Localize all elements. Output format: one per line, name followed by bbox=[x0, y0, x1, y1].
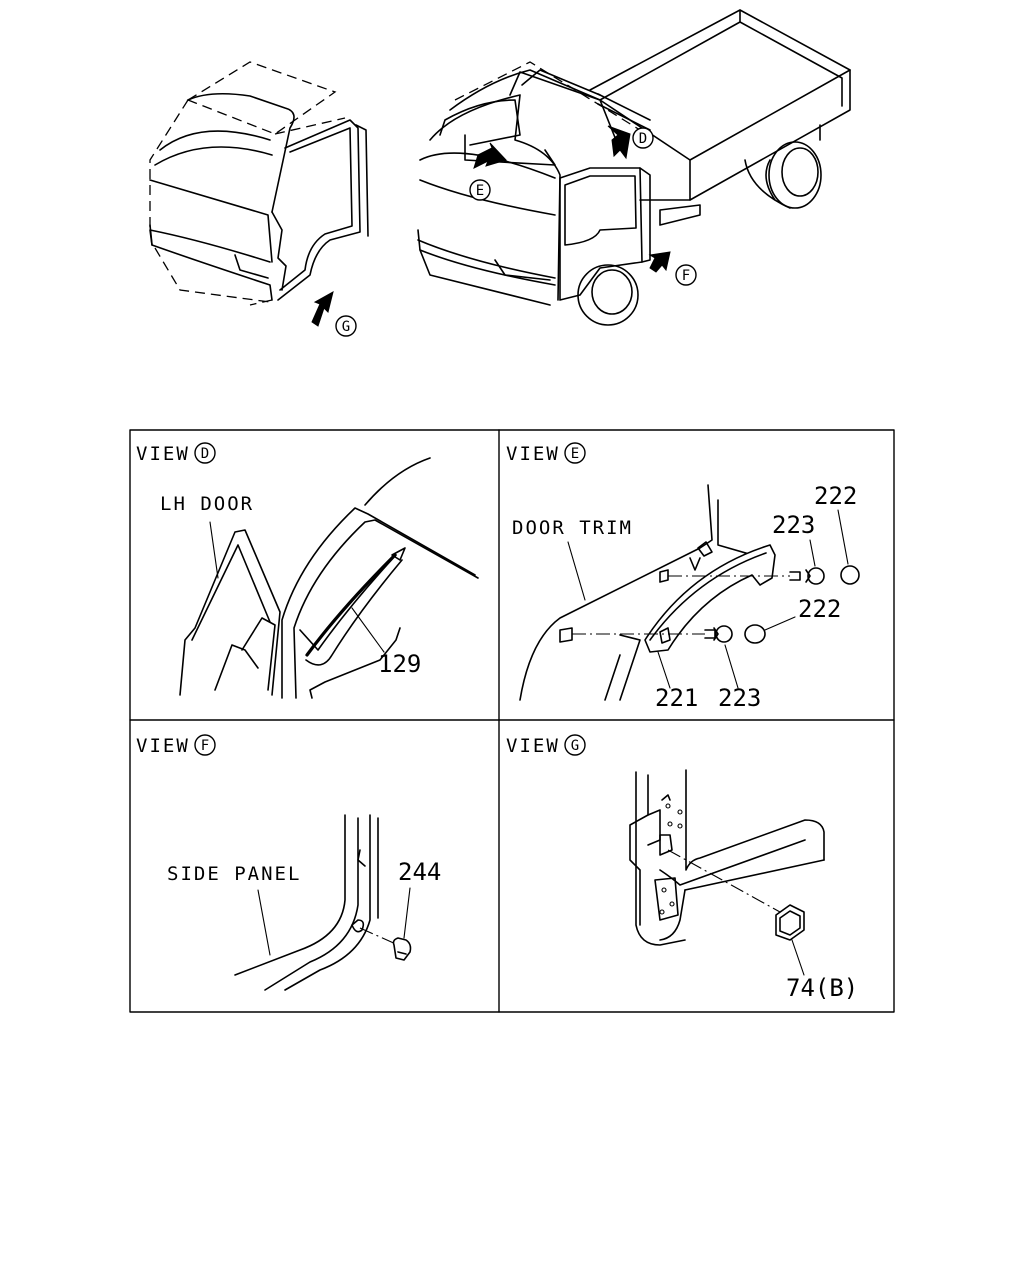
part-223-lower: 223 bbox=[718, 684, 761, 712]
marker-f: F bbox=[675, 264, 697, 286]
view-e-letter: E bbox=[564, 442, 586, 464]
view-d-title: VIEW bbox=[136, 443, 190, 465]
svg-text:F: F bbox=[201, 738, 209, 754]
view-g-letter: G bbox=[564, 734, 586, 756]
truck-overview: E D F bbox=[417, 9, 851, 326]
side-panel-label: SIDE PANEL bbox=[167, 863, 301, 885]
part-244: 244 bbox=[398, 858, 441, 886]
panel-view-e: VIEW E DOOR TRIM 222 223 bbox=[506, 442, 860, 712]
part-222-upper: 222 bbox=[814, 482, 857, 510]
marker-e: E bbox=[469, 179, 491, 201]
svg-text:E: E bbox=[571, 446, 579, 462]
panel-view-f: VIEW F SIDE PANEL 244 bbox=[136, 734, 441, 991]
svg-text:G: G bbox=[571, 738, 579, 754]
part-222-lower: 222 bbox=[798, 595, 841, 623]
view-f-letter: F bbox=[194, 734, 216, 756]
panel-view-g: VIEW G 74(B) bbox=[506, 734, 858, 1002]
door-trim-label: DOOR TRIM bbox=[512, 517, 633, 539]
svg-text:D: D bbox=[639, 131, 647, 147]
svg-text:D: D bbox=[201, 446, 209, 462]
view-f-title: VIEW bbox=[136, 735, 190, 757]
part-221: 221 bbox=[655, 684, 698, 712]
view-e-title: VIEW bbox=[506, 443, 560, 465]
part-74b: 74(B) bbox=[786, 974, 858, 1002]
view-d-letter: D bbox=[194, 442, 216, 464]
detail-panels-frame bbox=[129, 429, 895, 1013]
marker-g: G bbox=[335, 315, 357, 337]
svg-text:E: E bbox=[476, 183, 484, 199]
view-g-title: VIEW bbox=[506, 735, 560, 757]
lh-door-label: LH DOOR bbox=[160, 493, 254, 515]
part-223-upper: 223 bbox=[772, 511, 815, 539]
panel-view-d: VIEW D LH DOOR 129 bbox=[136, 442, 479, 699]
svg-text:F: F bbox=[682, 268, 690, 284]
svg-text:G: G bbox=[342, 319, 350, 335]
marker-d: D bbox=[632, 127, 654, 149]
part-129: 129 bbox=[378, 650, 421, 678]
cab-overview-left: G bbox=[149, 61, 369, 337]
